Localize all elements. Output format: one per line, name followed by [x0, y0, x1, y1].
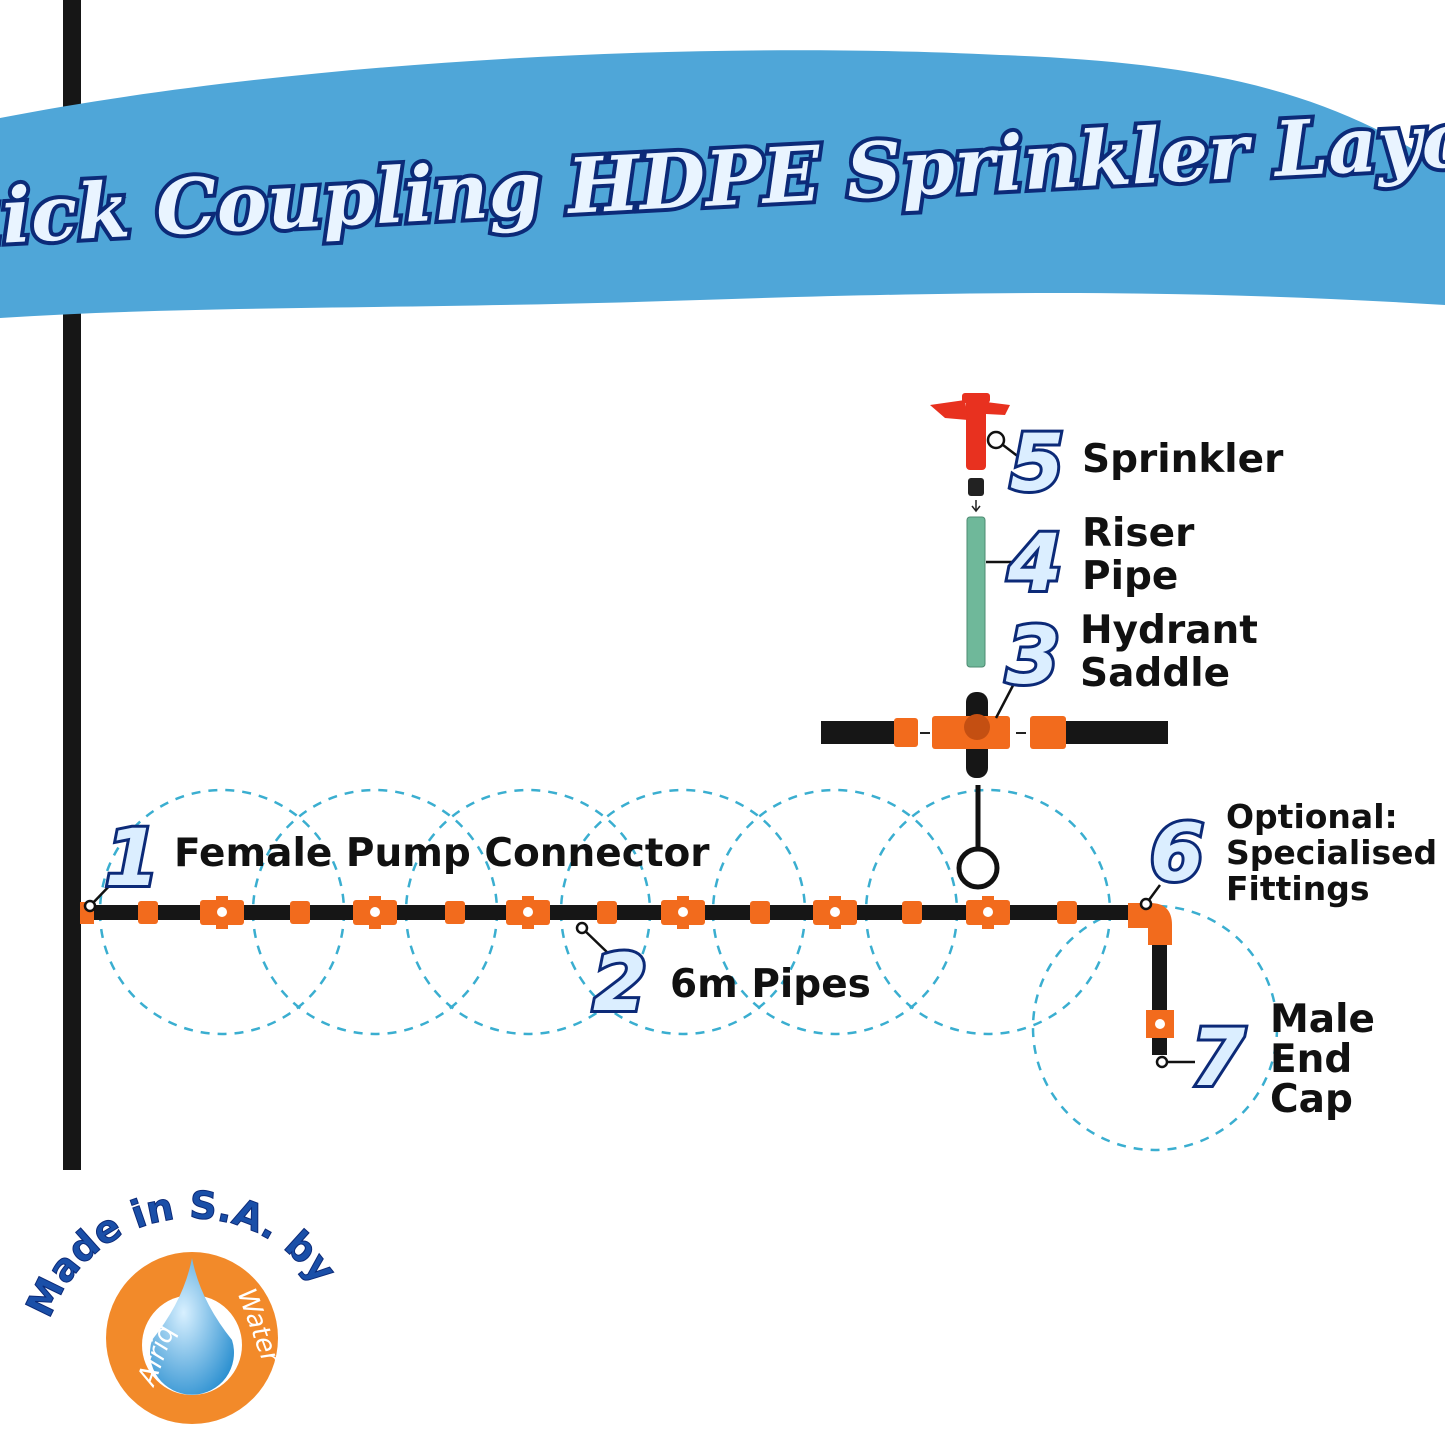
- hydrant-saddle-coupling: [966, 896, 1010, 929]
- saddle-outlet: [964, 714, 990, 740]
- label-cap: Cap: [1270, 1077, 1353, 1122]
- arrow-icon: [971, 500, 981, 513]
- hydrant-saddle-coupling: [661, 896, 705, 929]
- afriq-water-logo: Made in S.A. by Afriq Water: [17, 1182, 346, 1424]
- quick-coupling: [902, 901, 922, 924]
- hydrant-coupling-left: [894, 718, 918, 747]
- hydrant-coupling-right: [1030, 716, 1066, 749]
- riser-pipe: [966, 516, 986, 668]
- hydrant-saddle-coupling: [506, 896, 550, 929]
- hydrant-saddle-coupling: [813, 896, 857, 929]
- label-number-5: 5: [1010, 419, 1064, 509]
- label-number-7: 7: [1191, 1014, 1246, 1104]
- quick-coupling: [750, 901, 770, 924]
- hydrant-saddle-coupling: [200, 896, 244, 929]
- label-texts: Female Pump Connector 6m Pipes Hydrant S…: [174, 437, 1437, 1122]
- title-banner: [0, 50, 1445, 318]
- quick-coupling: [138, 901, 158, 924]
- label-number-3: 3: [1006, 612, 1060, 702]
- label-pipe: Pipe: [1082, 554, 1178, 599]
- fitting-port: [1155, 1019, 1165, 1029]
- connector-ring: [956, 846, 1000, 890]
- label-female-pump-connector: Female Pump Connector: [174, 831, 710, 876]
- quick-coupling: [445, 901, 465, 924]
- label-saddle: Saddle: [1080, 651, 1230, 696]
- label-specialised: Specialised: [1226, 833, 1437, 872]
- label-riser: Riser: [1082, 511, 1195, 556]
- riser-adapter: [968, 478, 984, 496]
- hydrant-saddle-coupling: [353, 896, 397, 929]
- hydrant-pipe-left: [821, 721, 911, 744]
- sprinkler-head: [930, 393, 1010, 470]
- quick-coupling: [1057, 901, 1077, 924]
- leader-lines: [83, 430, 1195, 1069]
- quick-coupling: [290, 901, 310, 924]
- label-male: Male: [1270, 997, 1375, 1042]
- label-number-1: 1: [105, 814, 159, 904]
- elbow-fitting: [1128, 903, 1172, 945]
- label-number-6: 6: [1150, 809, 1204, 899]
- label-fittings: Fittings: [1226, 869, 1369, 908]
- coverage-circle: [1031, 904, 1279, 1152]
- couplings: [138, 896, 1077, 929]
- label-number-4: 4: [1007, 519, 1062, 609]
- quick-coupling: [597, 901, 617, 924]
- hydrant-pipe-right: [1060, 721, 1168, 744]
- label-hydrant: Hydrant: [1080, 608, 1258, 653]
- label-number-2: 2: [593, 939, 647, 1029]
- label-optional: Optional:: [1226, 797, 1398, 836]
- label-6m-pipes: 6m Pipes: [670, 962, 871, 1007]
- label-end: End: [1270, 1037, 1352, 1082]
- label-sprinkler: Sprinkler: [1082, 437, 1284, 482]
